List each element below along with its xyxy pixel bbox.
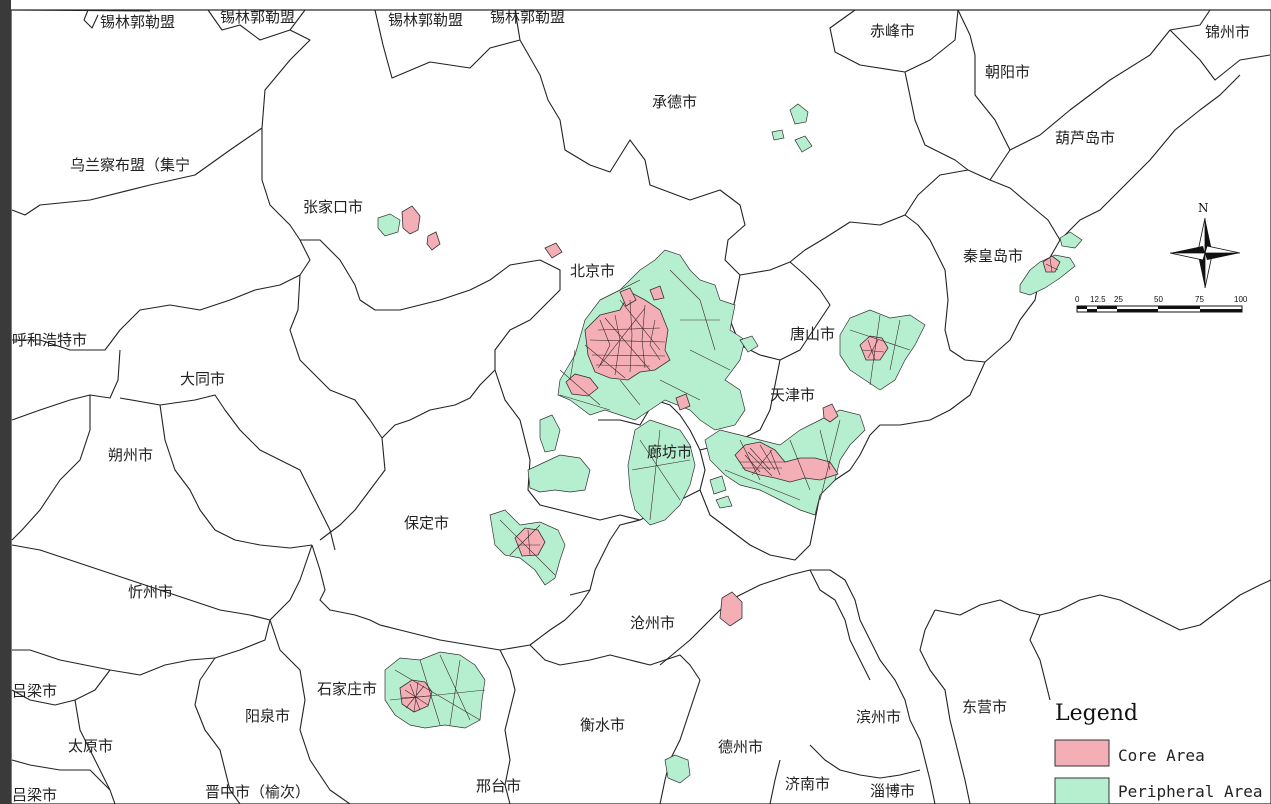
city-label-zibo: 淄博市 [870, 782, 915, 800]
core-area-tianjin [734, 441, 839, 483]
scale-bar-seg-3 [1097, 306, 1117, 309]
peripheral-area-chengde-1 [789, 103, 809, 125]
legend-peripheral-label: Peripheral Area [1118, 782, 1263, 801]
city-label-wulanchabu: 乌兰察布盟（集宁 [70, 156, 190, 174]
core-area-beijing-sw [565, 373, 599, 397]
legend: Legend Core Area Peripheral Area [1054, 701, 1263, 804]
city-label-xilinguole-4: 锡林郭勒盟 [490, 8, 565, 26]
city-label-hengshui: 衡水市 [580, 716, 625, 734]
city-labels: 锡林郭勒盟 锡林郭勒盟 锡林郭勒盟 锡林郭勒盟 赤峰市 锦州市 朝阳市 承德市 … [12, 8, 1250, 804]
core-areas [399, 205, 1061, 713]
peripheral-area-south-langfang [709, 475, 727, 495]
legend-core-swatch [1054, 739, 1110, 767]
core-area-beijing-north [619, 287, 637, 307]
city-label-dezhou: 德州市 [718, 738, 763, 756]
city-label-beijing: 北京市 [570, 262, 615, 280]
north-arrow-star-s-dark [1198, 253, 1205, 288]
peripheral-area-west-baoding [527, 454, 591, 493]
city-label-baoding: 保定市 [404, 514, 449, 532]
north-arrow-star-e-light [1204, 245, 1241, 254]
city-label-chifeng: 赤峰市 [870, 22, 915, 40]
peripheral-area-cangzhou-small [715, 495, 733, 509]
legend-peripheral-swatch [1054, 777, 1110, 804]
city-label-zhangjiakou: 张家口市 [303, 198, 363, 216]
peripheral-area-baoding-small [539, 414, 561, 453]
peripheral-area-tianjin-small [739, 335, 759, 353]
north-arrow-star-n-dark [1205, 218, 1212, 253]
north-arrow-star-w-dark [1170, 246, 1205, 253]
city-label-jinan: 济南市 [785, 775, 830, 793]
city-label-yangquan: 阳泉市 [245, 707, 290, 725]
district-mesh [389, 257, 1059, 726]
city-label-cangzhou: 沧州市 [630, 614, 675, 632]
city-label-shuozhou: 朔州市 [108, 446, 153, 464]
core-area-beijing-east [675, 393, 691, 411]
peripheral-area-chengde-3 [771, 129, 785, 141]
scale-tick-25: 25 [1114, 295, 1123, 304]
peripheral-area-zhangjiakou [377, 213, 401, 237]
core-area-zhangjiakou-2 [426, 231, 441, 251]
city-label-shijiazhuang: 石家庄市 [317, 680, 377, 698]
core-area-qinhuangdao [1042, 255, 1061, 273]
scale-bar: 0 12.5 25 50 75 100 [1075, 295, 1248, 313]
scale-tick-75: 75 [1195, 295, 1204, 304]
north-arrow: N [1169, 201, 1241, 289]
city-label-chaoyang: 朝阳市 [985, 63, 1030, 81]
city-label-datong: 大同市 [180, 370, 225, 388]
city-label-chengde: 承德市 [652, 93, 697, 111]
city-label-huhehaote: 呼和浩特市 [12, 331, 87, 349]
city-label-jinzhou: 锦州市 [1205, 23, 1250, 41]
core-area-zhangjiakou-1 [401, 205, 421, 235]
scale-bar-seg-1 [1077, 306, 1087, 309]
city-label-tangshan: 唐山市 [790, 325, 835, 343]
legend-core-label: Core Area [1118, 746, 1205, 765]
city-label-dongying: 东营市 [962, 698, 1007, 716]
peripheral-area-qinhuangdao [1019, 254, 1076, 296]
north-arrow-star-e-dark [1205, 253, 1240, 260]
city-label-xilinguole-1: 锡林郭勒盟 [100, 13, 175, 31]
city-label-langfang: 廊坊市 [647, 443, 692, 461]
scale-tick-100: 100 [1234, 295, 1248, 304]
scale-tick-50: 50 [1154, 295, 1163, 304]
city-label-qinhuangdao: 秦皇岛市 [963, 247, 1023, 265]
city-label-tianjin: 天津市 [770, 386, 815, 404]
city-label-taiyuan: 太原市 [68, 737, 113, 755]
peripheral-area-dezhou [664, 754, 691, 784]
scale-bar-seg-4 [1117, 309, 1158, 312]
core-area-beijing-ne [649, 285, 665, 301]
scale-tick-12-5: 12.5 [1090, 295, 1106, 304]
core-area-cangzhou [719, 591, 743, 627]
legend-title: Legend [1055, 701, 1138, 726]
city-label-lvliang-1: 吕梁市 [12, 682, 57, 700]
prefecture-borders [11, 9, 1271, 804]
peripheral-area-qhd-north [1059, 231, 1083, 249]
city-label-xilinguole-2: 锡林郭勒盟 [220, 8, 295, 26]
peripheral-area-chengde-2 [794, 135, 813, 153]
city-label-jinzhong: 晋中市（榆次） [205, 783, 310, 801]
core-area-beijing-west [544, 242, 563, 259]
scale-bar-seg-2 [1087, 309, 1097, 312]
map-canvas[interactable]: 锡林郭勒盟 锡林郭勒盟 锡林郭勒盟 锡林郭勒盟 赤峰市 锦州市 朝阳市 承德市 … [11, 0, 1271, 804]
scale-bar-seg-6 [1200, 309, 1242, 312]
city-label-lvliang-2: 吕梁市 [12, 786, 57, 804]
core-area-tangshan [859, 335, 889, 361]
city-label-huludao: 葫芦岛市 [1055, 129, 1115, 147]
core-area-tianjin-north [822, 403, 839, 423]
scale-tick-0: 0 [1075, 295, 1080, 304]
north-arrow-star-w-light [1169, 252, 1206, 261]
scale-bar-seg-5 [1158, 306, 1200, 309]
window-left-edge [0, 0, 11, 804]
city-label-xingtai: 邢台市 [476, 777, 521, 795]
city-label-xinzhou: 忻州市 [128, 583, 173, 601]
north-arrow-label: N [1198, 201, 1209, 215]
city-label-binzhou: 滨州市 [856, 708, 901, 726]
core-area-baoding [514, 527, 546, 557]
city-label-xilinguole-3: 锡林郭勒盟 [388, 11, 463, 29]
